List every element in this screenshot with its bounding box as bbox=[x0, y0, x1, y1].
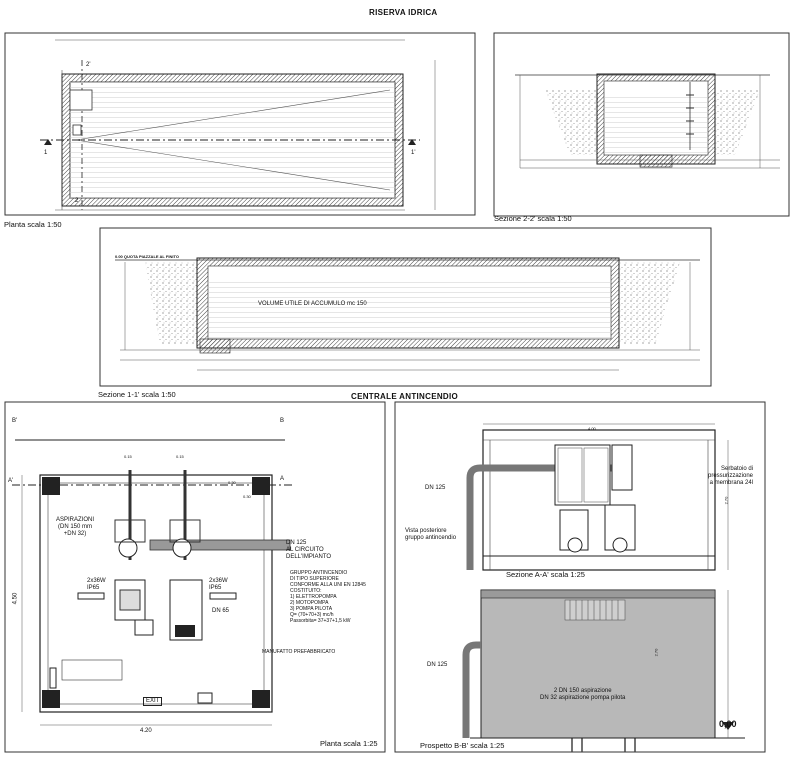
dim-015-right: 0.15 bbox=[176, 454, 184, 459]
manufatto-label: MANUFATTO PREFABBRICATO bbox=[262, 649, 336, 655]
dn125-manifold bbox=[149, 539, 291, 551]
caption-prospetto-bb: Prospetto B-B' scala 1:25 bbox=[420, 741, 505, 750]
volume-label: VOLUME UTILE DI ACCUMULO mc 150 bbox=[258, 301, 367, 307]
sezione-22-frame bbox=[493, 32, 790, 217]
title-centrale-antincendio: CENTRALE ANTINCENDIO bbox=[351, 392, 459, 401]
pillar-tr bbox=[252, 477, 270, 495]
sump-11 bbox=[199, 338, 231, 354]
sezione-11-drawing bbox=[99, 227, 712, 387]
lamp-left-label: 2x36W IP65 bbox=[87, 578, 106, 591]
sezione-aa-drawing bbox=[394, 401, 766, 753]
aa-width: 4.00 bbox=[588, 426, 596, 431]
sump-22 bbox=[639, 154, 673, 168]
marker-2-prime: 2' bbox=[86, 62, 91, 68]
aspirazione-label: 2 DN 150 aspirazione DN 32 aspirazione p… bbox=[540, 688, 626, 701]
aspirazioni-label: ASPIRAZIONI (DN 150 mm +DN 32) bbox=[56, 517, 95, 537]
bb-height: 2.70 bbox=[653, 648, 659, 657]
exit-sign: EXIT bbox=[143, 697, 163, 706]
dim-030-a: 0.30 bbox=[228, 480, 236, 485]
sezione-11-frame bbox=[99, 227, 712, 387]
marker-a-prime: A' bbox=[8, 478, 14, 484]
title-riserva-idrica: RISERVA IDRICA bbox=[369, 8, 438, 17]
caption-pianta-centrale: Planta scala 1:25 bbox=[320, 739, 378, 748]
lamp-right bbox=[209, 592, 237, 600]
pianta-centrale-frame bbox=[4, 401, 386, 753]
dn125-pipe-bb bbox=[462, 641, 481, 738]
lamp-left bbox=[77, 592, 105, 600]
vista-posteriore-label: Vista posteriore gruppo antincendio bbox=[405, 528, 457, 541]
marker-2: 2 bbox=[75, 198, 79, 204]
lamp-right-label: 2x36W IP65 bbox=[209, 578, 228, 591]
pianta-riserva-frame bbox=[4, 32, 476, 216]
caption-pianta-riserva: Planta scala 1:50 bbox=[4, 220, 62, 229]
right-frame bbox=[394, 401, 766, 753]
room-width: 4.20 bbox=[140, 728, 152, 734]
dim-015-left: 0.15 bbox=[124, 454, 132, 459]
aa-height: 2.70 bbox=[723, 496, 729, 505]
ground-level-label: 0.00 QUOTA PIAZZALE AL FINITO bbox=[115, 254, 179, 259]
caption-sezione-22: Sezione 2-2' scala 1:50 bbox=[494, 214, 572, 223]
sezione-22-drawing bbox=[493, 32, 790, 217]
pillar-br bbox=[252, 690, 270, 708]
dn65-label: DN 65 bbox=[212, 608, 230, 614]
room-section-aa bbox=[482, 429, 716, 571]
caption-sezione-aa: Sezione A-A' scala 1:25 bbox=[506, 570, 585, 579]
pianta-centrale-drawing bbox=[4, 401, 386, 753]
vent-grille bbox=[564, 599, 626, 621]
level-zero: 0,00 bbox=[719, 719, 737, 729]
serbatoio-label: Serbatoio di pressurizzazione a membrana… bbox=[708, 466, 754, 486]
marker-1-prime: 1' bbox=[411, 150, 416, 156]
prospetto-bb-drawing bbox=[462, 589, 745, 752]
marker-b: B bbox=[280, 418, 285, 424]
dn125-circuit-label: DN 125 AL CIRCUITO DELL'IMPIANTO bbox=[286, 540, 332, 560]
control-panel-2 bbox=[611, 444, 633, 491]
marker-a: A bbox=[280, 476, 285, 482]
room-outline bbox=[39, 474, 273, 713]
marker-1: 1 bbox=[44, 150, 48, 156]
pianta-riserva-drawing bbox=[4, 32, 476, 216]
control-panel-1 bbox=[554, 444, 611, 506]
dim-030-b: 0.30 bbox=[243, 494, 251, 499]
pillar-bl bbox=[42, 690, 60, 708]
room-height: 4.50 bbox=[12, 592, 19, 605]
dn125-pipe-aa bbox=[466, 464, 620, 570]
marker-b-prime: B' bbox=[12, 418, 18, 424]
manhole-plan bbox=[69, 89, 93, 111]
gruppo-antincendio-spec: GRUPPO ANTINCENDIO DI TIPO SUPERIORE CON… bbox=[290, 570, 366, 624]
pillar-tl bbox=[42, 477, 60, 495]
caption-sezione-11: Sezione 1-1' scala 1:50 bbox=[98, 390, 176, 399]
aa-dn125-label: DN 125 bbox=[425, 485, 446, 491]
bb-dn125-label: DN 125 bbox=[427, 662, 448, 668]
pilot-pump bbox=[134, 619, 154, 636]
